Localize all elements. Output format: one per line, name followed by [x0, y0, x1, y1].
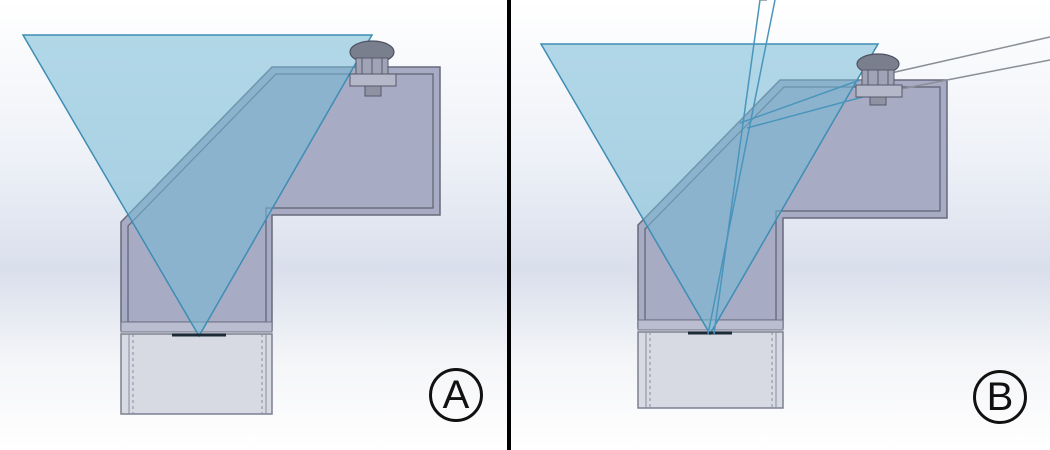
base-block [120, 333, 273, 415]
sensor [349, 40, 397, 97]
panel-label-a: A [429, 368, 483, 422]
panel-a [21, 34, 441, 415]
panel-b [539, 0, 1050, 409]
light-beam [539, 43, 880, 336]
sensor [855, 53, 903, 106]
panel-label-b: B [973, 370, 1027, 424]
light-beam [21, 34, 374, 338]
base-block [637, 331, 784, 409]
